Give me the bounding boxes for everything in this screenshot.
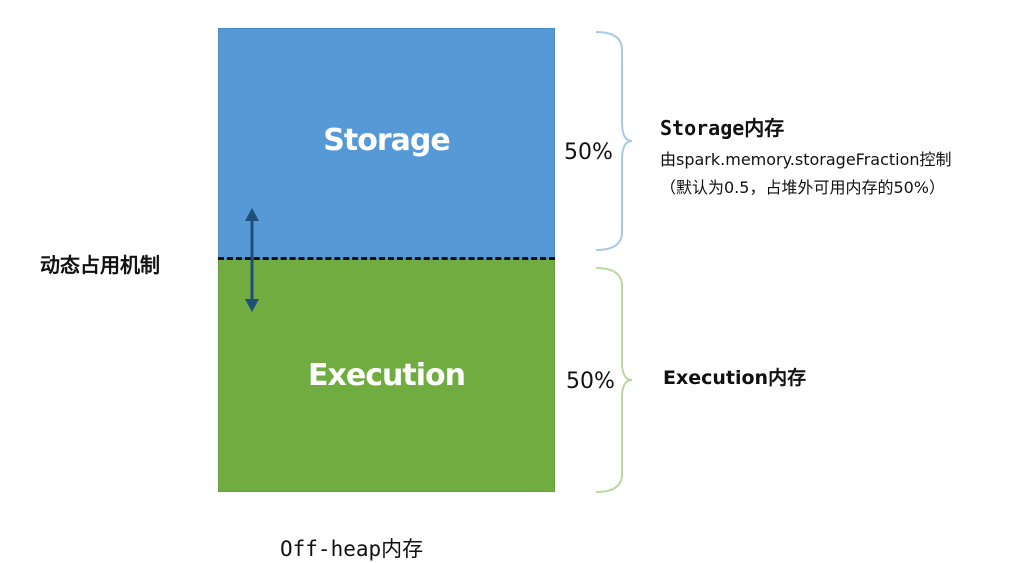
execution-label: Execution (308, 358, 466, 393)
storage-memory-title: Storage内存 (660, 116, 785, 140)
double-arrow-icon (245, 208, 259, 312)
execution-percentage: 50% (566, 369, 615, 394)
storage-description-line2: （默认为0.5，占堆外可用内存的50%） (660, 178, 946, 197)
execution-brace-icon (595, 267, 633, 493)
execution-block: Execution (218, 259, 555, 492)
storage-percentage: 50% (564, 140, 613, 165)
execution-memory-title: Execution内存 (663, 367, 807, 389)
dynamic-boundary-line (218, 257, 555, 260)
storage-label: Storage (323, 123, 450, 158)
storage-description-line1: 由spark.memory.storageFraction控制 (660, 150, 952, 169)
diagram-caption: Off-heap内存 (280, 537, 424, 561)
storage-brace-icon (595, 31, 633, 251)
storage-block: Storage (218, 28, 555, 259)
dynamic-occupancy-label: 动态占用机制 (40, 253, 160, 277)
